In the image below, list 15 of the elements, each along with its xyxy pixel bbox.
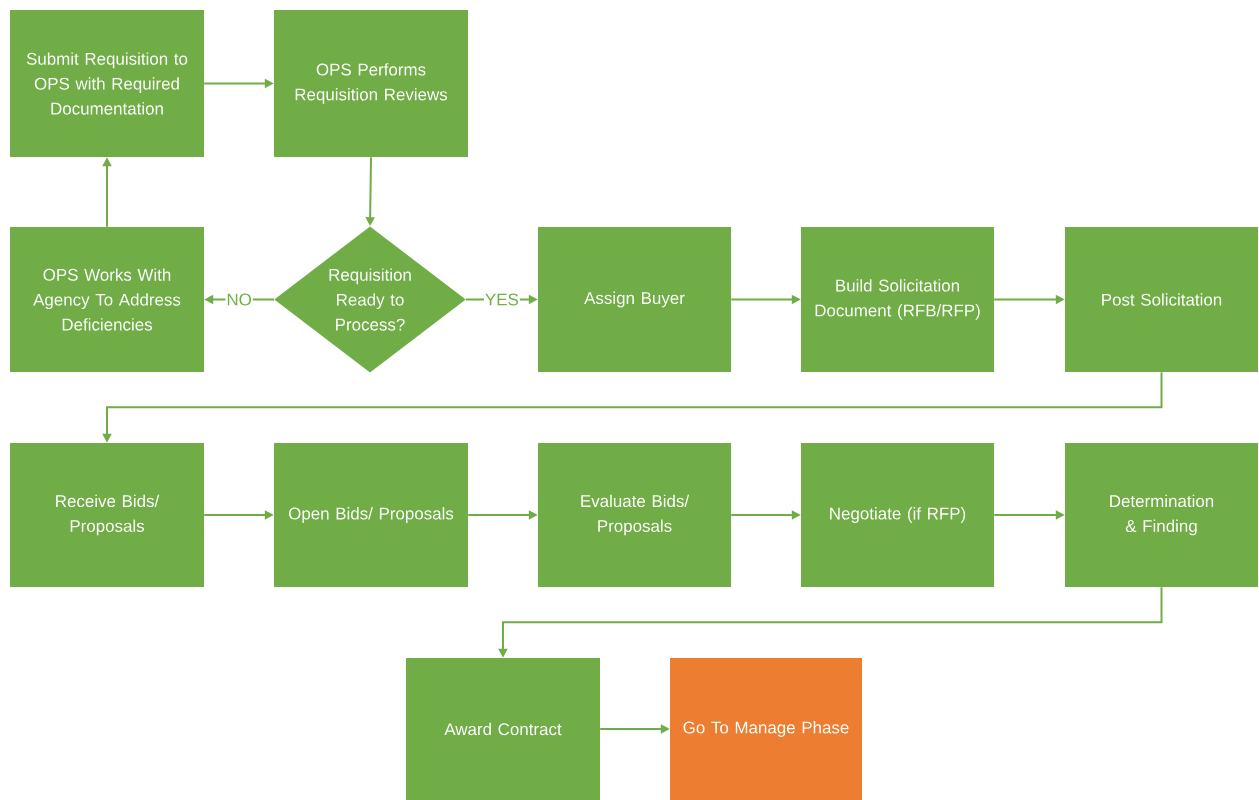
process-box: OPS Works With Agency To Address Deficiencies [10,227,204,372]
process-box: Post Solicitation [1065,227,1258,372]
process-box: Determination & Finding [1065,443,1258,587]
process-box: Build Solicitation Document (RFB/RFP) [801,227,994,372]
process-box: Open Bids/ Proposals [274,443,468,587]
process-box: Assign Buyer [538,227,731,372]
process-box: Receive Bids/ Proposals [10,443,204,587]
edge-label: NO [225,292,253,307]
process-box: Evaluate Bids/ Proposals [538,443,731,587]
process-box: Go To Manage Phase [670,658,862,800]
process-box: Award Contract [406,658,600,800]
process-box: Submit Requisition to OPS with Required Documentation [10,10,204,157]
edge-label: YES [483,292,520,307]
process-box: Negotiate (if RFP) [801,443,994,587]
process-box: OPS Performs Requisition Reviews [274,10,468,157]
